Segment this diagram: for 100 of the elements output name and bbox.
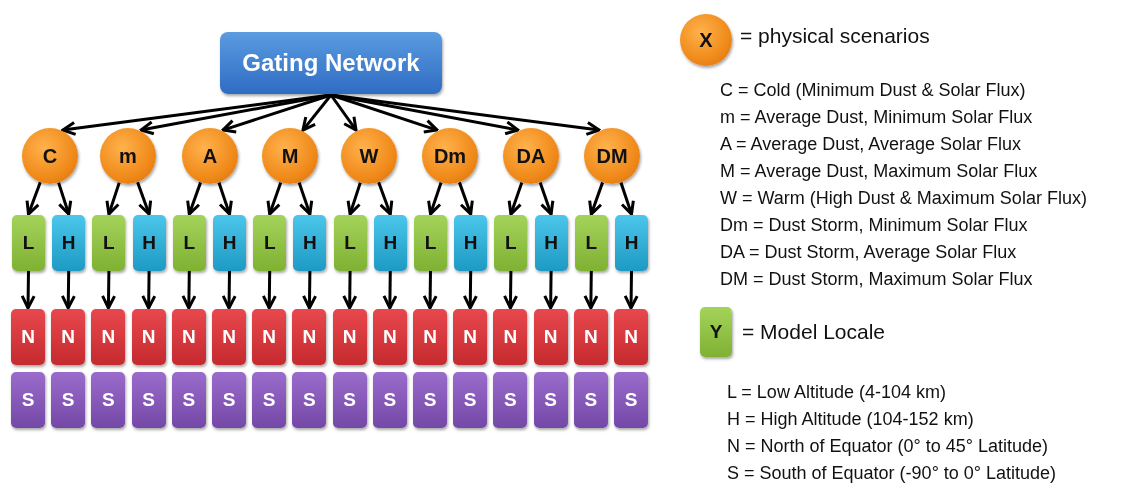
locale-box: N <box>493 309 528 365</box>
scenario-circle: Dm <box>422 128 478 184</box>
arrow <box>329 94 358 132</box>
definition-text: N = North of Equator (0° to 45° Latitude) <box>727 436 1049 457</box>
altitude-box: L <box>172 215 206 271</box>
definition-text: C = Cold (Minimum Dust & Solar Flux) <box>720 80 1026 101</box>
locale-box: S <box>573 372 608 428</box>
locale-box: N <box>91 309 126 365</box>
arrow <box>583 270 599 310</box>
arrow <box>302 270 318 310</box>
arrow <box>136 181 153 216</box>
altitude-box: L <box>253 215 287 271</box>
locale-box: S <box>614 372 648 428</box>
arrow <box>543 270 559 310</box>
arrow <box>538 181 555 216</box>
altitude-box: H <box>52 215 86 271</box>
locale-box: N <box>332 309 367 365</box>
locale-box: S <box>292 372 327 428</box>
locale-box: S <box>372 372 407 428</box>
definition-text: L = Low Altitude (4-104 km) <box>727 382 946 403</box>
arrow <box>266 181 283 216</box>
locale-box: S <box>533 372 568 428</box>
altitude-box: L <box>12 215 45 271</box>
scenario-circle: DA <box>503 128 559 184</box>
locale-box: N <box>292 309 327 365</box>
arrow <box>503 270 519 310</box>
definition-text: Dm = Dust Storm, Minimum Solar Flux <box>720 215 1028 236</box>
definition-text: S = South of Equator (-90° to 0° Latitude) <box>727 463 1057 483</box>
arrow <box>261 270 277 310</box>
altitude-box: H <box>373 215 407 271</box>
legend-box: Y <box>700 307 732 357</box>
altitude-box: L <box>333 215 367 271</box>
locale-box: N <box>573 309 608 365</box>
arrow <box>25 181 42 216</box>
scenario-circle: m <box>100 128 156 184</box>
arrow <box>346 182 362 216</box>
arrow <box>623 270 639 310</box>
arrow <box>186 181 202 216</box>
altitude-box: L <box>494 215 528 271</box>
arrow <box>588 181 604 216</box>
locale-box: N <box>171 309 206 365</box>
altitude-box: H <box>213 215 246 271</box>
locale-box: S <box>252 372 287 428</box>
arrow <box>221 270 237 310</box>
definition-text: DM = Dust Storm, Maximum Solar Flux <box>720 269 1033 290</box>
scenario-circle: A <box>182 128 238 184</box>
locale-box: S <box>131 372 166 428</box>
locale-box: S <box>212 372 246 428</box>
altitude-box: H <box>534 215 568 271</box>
locale-box: N <box>252 309 287 365</box>
definition-text: M = Average Dust, Maximum Solar Flux <box>720 161 1038 182</box>
arrow <box>427 182 443 216</box>
locale-box: N <box>533 309 568 365</box>
locale-box: N <box>131 309 166 365</box>
locale-box: N <box>11 309 45 365</box>
arrow <box>301 94 333 132</box>
arrow <box>382 270 398 310</box>
arrow <box>462 270 478 310</box>
scenario-circle: C <box>22 128 78 184</box>
locale-box: S <box>91 372 126 428</box>
arrow <box>422 270 438 310</box>
locale-box: N <box>413 309 447 365</box>
altitude-box: H <box>293 215 327 271</box>
arrow <box>60 270 76 310</box>
legend-text: = Model Locale <box>742 320 885 344</box>
arrow <box>181 270 197 310</box>
arrow <box>217 182 233 216</box>
legend-circle: X <box>680 14 732 66</box>
definition-text: H = High Altitude (104-152 km) <box>727 409 974 430</box>
altitude-box: L <box>92 215 126 271</box>
definition-text: W = Warm (High Dust & Maximum Solar Flux) <box>720 188 1087 209</box>
locale-box: S <box>332 372 367 428</box>
scenario-circle: M <box>262 128 318 184</box>
locale-box: S <box>11 372 45 428</box>
altitude-box: H <box>132 215 166 271</box>
arrow <box>377 181 394 216</box>
definition-text: m = Average Dust, Minimum Solar Flux <box>720 107 1033 128</box>
arrow <box>342 270 358 310</box>
gating-network-box: Gating Network <box>220 32 442 94</box>
legend-text: = physical scenarios <box>740 24 930 48</box>
locale-box: S <box>413 372 447 428</box>
definition-text: A = Average Dust, Average Solar Flux <box>720 134 1022 155</box>
definition-text: DA = Dust Storm, Average Solar Flux <box>720 242 1017 263</box>
scenario-circle: DM <box>584 128 640 184</box>
altitude-box: H <box>615 215 648 271</box>
locale-box: N <box>51 309 86 365</box>
arrow <box>619 182 635 216</box>
scenario-circle: W <box>341 128 397 184</box>
locale-box: S <box>493 372 528 428</box>
locale-box: N <box>453 309 488 365</box>
altitude-box: L <box>414 215 447 271</box>
arrow <box>297 182 314 216</box>
altitude-box: L <box>574 215 608 271</box>
locale-box: N <box>372 309 407 365</box>
locale-box: S <box>171 372 206 428</box>
arrow <box>105 182 121 216</box>
altitude-box: H <box>454 215 488 271</box>
locale-box: N <box>212 309 246 365</box>
arrow <box>141 270 157 310</box>
arrow <box>57 182 73 216</box>
